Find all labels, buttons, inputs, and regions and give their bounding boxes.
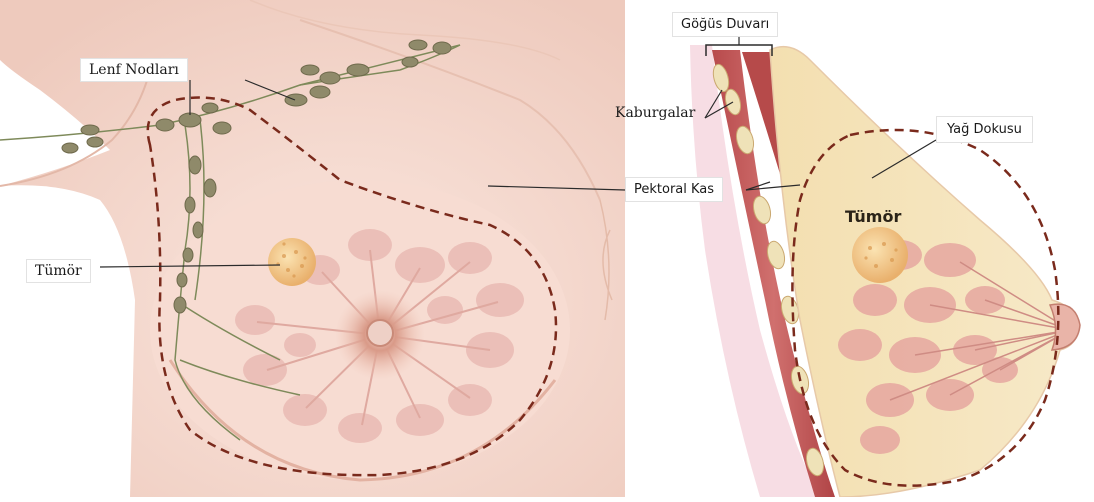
label-yag-dokusu: Yağ Dokusu [936, 116, 1033, 143]
label-tumor-side: Tümör [845, 209, 901, 225]
armpit-background [0, 185, 135, 497]
label-lenf-nodlari: Lenf Nodları [80, 58, 188, 82]
side-view [625, 0, 1094, 497]
tumor-side [852, 227, 908, 283]
tumor-front [268, 238, 316, 286]
nipple [367, 320, 393, 346]
label-kaburgalar: Kaburgalar [613, 104, 697, 122]
label-pektoral-kas: Pektoral Kas [625, 177, 723, 202]
label-tumor-front: Tümör [26, 259, 91, 283]
label-gogus-duvari: Göğüs Duvarı [672, 12, 778, 37]
